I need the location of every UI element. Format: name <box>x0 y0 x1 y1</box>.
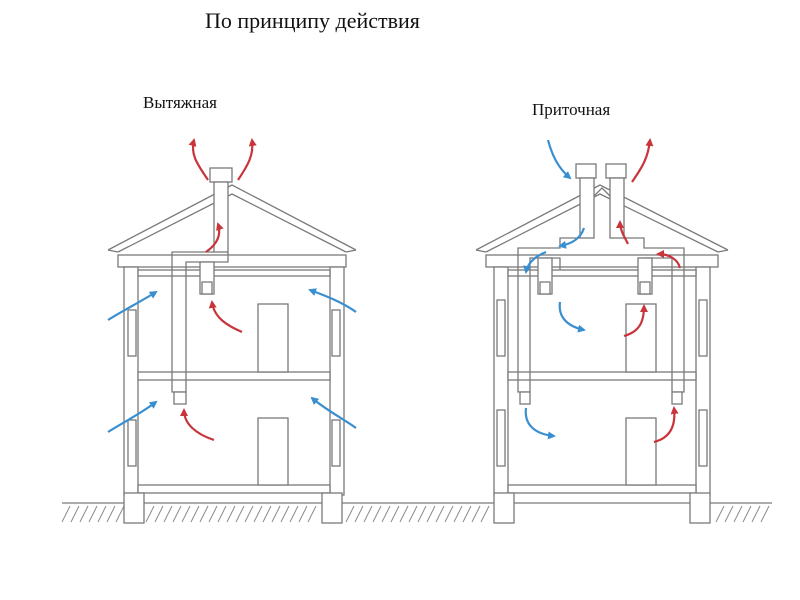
ground-hatch <box>390 505 400 523</box>
vent-grille-upper <box>639 281 651 295</box>
fresh-air-arrow <box>558 301 586 333</box>
diagram-title: По принципу действия <box>205 8 420 33</box>
warm-air-arrow <box>656 250 682 269</box>
ground-hatch <box>372 505 382 523</box>
ground-hatch <box>172 505 182 523</box>
door-upper <box>625 303 657 373</box>
exhaust-airflow <box>107 138 357 442</box>
vent-grille-lower <box>173 391 187 405</box>
warm-air-arrow <box>188 138 209 181</box>
ground-hatch <box>181 505 191 523</box>
ground-hatch <box>345 505 355 523</box>
fresh-air-arrow <box>558 227 586 249</box>
ground-hatch <box>444 505 454 523</box>
ground-hatch <box>471 505 481 523</box>
ground-hatch <box>280 505 290 523</box>
exhaust-duct-cap <box>605 163 627 179</box>
ground-hatch <box>742 505 752 523</box>
ground-hatch <box>399 505 409 523</box>
house-exhaust <box>107 167 357 524</box>
vent-grille-lower <box>519 391 531 405</box>
door-upper <box>257 303 289 373</box>
house-supply <box>475 163 729 524</box>
ground-hatch <box>115 505 125 523</box>
ground-hatch <box>298 505 308 523</box>
ground-hatch <box>97 505 107 523</box>
exhaust-duct-main <box>213 181 229 253</box>
warm-air-arrow <box>653 406 679 444</box>
door-lower <box>625 417 657 486</box>
warm-air-arrow <box>180 408 215 442</box>
ground-hatch <box>61 505 71 523</box>
supply-airflow <box>523 138 682 444</box>
ground-hatch <box>262 505 272 523</box>
ground-hatch <box>271 505 281 523</box>
fresh-air-arrow <box>546 139 572 180</box>
ground-hatch <box>253 505 263 523</box>
ground-hatch <box>208 505 218 523</box>
fresh-air-arrow <box>107 290 158 321</box>
vent-grille-lower <box>671 391 683 405</box>
chimney-cap <box>209 167 233 183</box>
warm-air-arrow <box>631 138 654 183</box>
ground-hatch <box>226 505 236 523</box>
fresh-air-arrow <box>524 407 556 440</box>
ground-hatch <box>154 505 164 523</box>
supply-duct-cap <box>575 163 597 179</box>
ground-hatch <box>244 505 254 523</box>
ground-hatch <box>715 505 725 523</box>
ground-hatch <box>289 505 299 523</box>
ground-hatch <box>307 505 317 523</box>
roof-right <box>475 184 729 251</box>
ground-hatch <box>751 505 761 523</box>
ground-hatch <box>480 505 490 523</box>
ground-hatch <box>145 505 155 523</box>
warm-air-arrow <box>616 220 629 245</box>
warm-air-arrow <box>205 222 224 253</box>
vent-grille-upper <box>539 281 551 295</box>
warm-air-arrow <box>237 138 257 181</box>
ground-hatch <box>217 505 227 523</box>
ground-hatch <box>363 505 373 523</box>
supply-ventilation-label: Приточная <box>532 100 611 119</box>
fresh-air-arrow <box>308 288 357 313</box>
ground-line <box>61 502 772 523</box>
floor-middle <box>137 371 331 381</box>
ground-hatch <box>354 505 364 523</box>
ground-hatch <box>163 505 173 523</box>
ground-hatch <box>199 505 209 523</box>
vent-grille-upper <box>201 281 213 295</box>
ground-hatch <box>724 505 734 523</box>
ground-hatch <box>190 505 200 523</box>
fresh-air-arrow <box>523 250 547 274</box>
ground-hatch <box>733 505 743 523</box>
ground-hatch <box>760 505 770 523</box>
ground-hatch <box>417 505 427 523</box>
ground-hatch <box>381 505 391 523</box>
ground-hatch <box>453 505 463 523</box>
fresh-air-arrow <box>107 400 158 433</box>
warm-air-arrow <box>623 304 648 338</box>
roof-left <box>107 184 357 251</box>
ground-hatch <box>426 505 436 523</box>
exhaust-ventilation-label: Вытяжная <box>143 93 217 112</box>
ground-hatch <box>79 505 89 523</box>
floor-middle <box>507 371 697 381</box>
ground-hatch <box>106 505 116 523</box>
ground-hatch <box>408 505 418 523</box>
warm-air-arrow <box>208 300 243 334</box>
ground-hatch <box>88 505 98 523</box>
ground-hatch <box>462 505 472 523</box>
ground-hatch <box>70 505 80 523</box>
ground-hatch <box>435 505 445 523</box>
ground-hatch <box>235 505 245 523</box>
door-lower <box>257 417 289 486</box>
fresh-air-arrow <box>310 396 357 429</box>
